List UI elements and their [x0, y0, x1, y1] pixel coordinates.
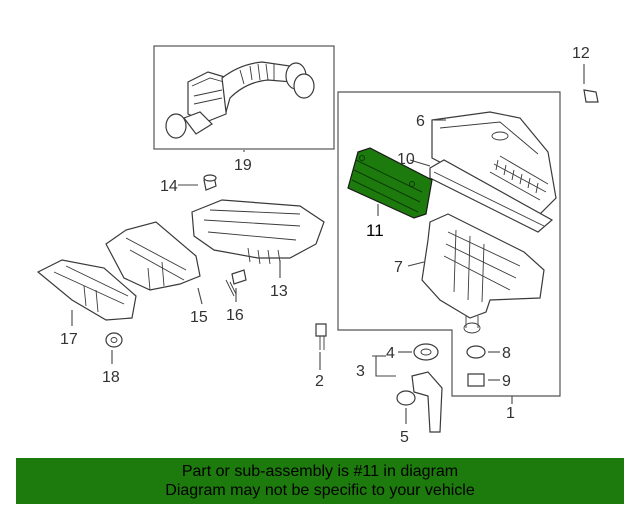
callout-1: 1: [506, 405, 515, 422]
part-8-grommet[interactable]: [466, 345, 486, 359]
parts-diagram: 1 2 3 4 5 6 7 8 9 10 11 12 13 14 15 16 1…: [36, 45, 599, 446]
callout-16: 16: [226, 307, 244, 324]
callout-14: 14: [160, 178, 178, 195]
callout-5: 5: [400, 429, 409, 446]
part-15-inlet-duct[interactable]: [105, 221, 201, 291]
part-16-bolt[interactable]: [225, 269, 247, 297]
part-19-frame: [153, 45, 335, 150]
part-4-bushing[interactable]: [413, 343, 439, 361]
part-1-frame: [337, 91, 561, 397]
callout-10: 10: [397, 151, 415, 168]
callout-12: 12: [572, 45, 590, 62]
callout-19: 19: [234, 157, 252, 174]
callout-2: 2: [315, 373, 324, 390]
callout-13: 13: [270, 283, 288, 300]
callout-17: 17: [60, 331, 78, 348]
callout-18: 18: [102, 369, 120, 386]
banner-line-1: Part or sub-assembly is #11 in diagram: [181, 463, 459, 480]
part-19-intake-duct[interactable]: [165, 61, 315, 139]
part-17-lower-duct[interactable]: [36, 259, 137, 321]
callout-3: 3: [356, 363, 365, 380]
part-9-grommet[interactable]: [467, 373, 485, 387]
part-7-lower-box[interactable]: [421, 213, 545, 334]
callout-11: 11: [366, 221, 384, 240]
callout-7: 7: [394, 259, 403, 276]
part-18-grommet[interactable]: [105, 332, 123, 348]
part-2-bolt[interactable]: [315, 323, 327, 350]
leader-lines: [71, 64, 585, 424]
part-14-clip[interactable]: [203, 174, 217, 191]
part-5-mount-bracket[interactable]: [396, 371, 443, 433]
callout-8: 8: [502, 345, 511, 362]
part-10-filter-element[interactable]: [429, 159, 554, 233]
callout-15: 15: [190, 309, 208, 326]
callout-4: 4: [386, 345, 395, 362]
part-11-duct-cover[interactable]: [347, 147, 433, 219]
part-12-bracket[interactable]: [583, 89, 599, 103]
notice-banner: Part or sub-assembly is #11 in diagram D…: [16, 458, 624, 504]
part-13-resonator[interactable]: [191, 199, 325, 265]
callout-9: 9: [502, 373, 511, 390]
callout-6: 6: [416, 113, 425, 130]
banner-line-2: Diagram may not be specific to your vehi…: [165, 482, 475, 499]
